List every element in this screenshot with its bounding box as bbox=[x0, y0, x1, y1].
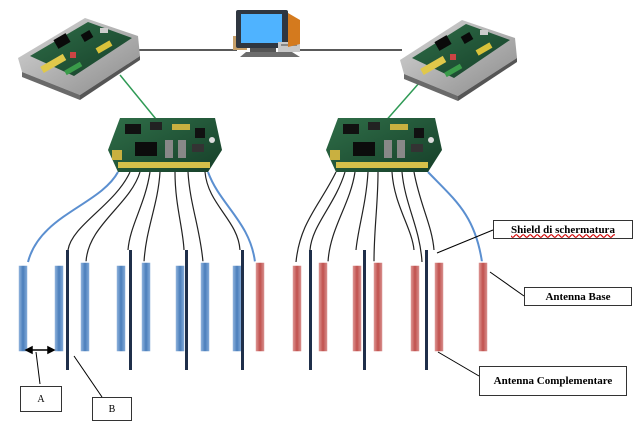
cables-right bbox=[295, 171, 483, 263]
antenna-bar-blue bbox=[79, 261, 91, 353]
shield-plate bbox=[241, 250, 244, 370]
antenna-bar-blue bbox=[115, 264, 127, 353]
antenna-bar-red bbox=[409, 264, 421, 353]
shield-plate bbox=[309, 250, 312, 370]
antenna-array bbox=[17, 250, 489, 370]
cables-left bbox=[27, 171, 256, 263]
shield-leader bbox=[436, 229, 494, 254]
dimension-a-arrow bbox=[24, 345, 56, 385]
controller-board-icon bbox=[18, 18, 140, 100]
antenna-bar-blue bbox=[231, 264, 243, 353]
controller-link-right bbox=[382, 81, 421, 125]
antenna-bar-blue bbox=[199, 261, 211, 353]
base-leader bbox=[489, 271, 525, 297]
antenna-bar-red bbox=[477, 261, 489, 353]
shield-plate bbox=[129, 250, 132, 370]
compl-leader bbox=[437, 351, 480, 377]
antenna-bar-blue bbox=[53, 264, 65, 353]
computer-icon bbox=[233, 10, 300, 57]
antenna-bar-blue bbox=[174, 264, 186, 353]
dimension-b-pointer bbox=[73, 355, 103, 398]
dimension-a-label: A bbox=[20, 386, 62, 412]
antenna-bar-blue bbox=[140, 261, 152, 353]
antenna-complementare-label: Antenna Complementare bbox=[479, 366, 627, 396]
antenna-bar-blue bbox=[17, 264, 29, 353]
controller-board-icon bbox=[400, 20, 517, 101]
driver-board-icon bbox=[108, 118, 222, 172]
shield-plate bbox=[66, 250, 69, 370]
antenna-bar-red bbox=[372, 261, 384, 353]
controller-link-left bbox=[119, 74, 161, 125]
shield-label: Shield di schermatura bbox=[493, 220, 633, 239]
antenna-base-label: Antenna Base bbox=[524, 287, 632, 306]
antenna-bar-red bbox=[291, 264, 303, 353]
antenna-bar-red bbox=[433, 261, 445, 353]
antenna-bar-red bbox=[254, 261, 266, 353]
antenna-bar-red bbox=[317, 261, 329, 353]
dimension-b-label: B bbox=[92, 397, 132, 421]
shield-plate bbox=[185, 250, 188, 370]
driver-board-icon bbox=[326, 118, 442, 172]
shield-plate bbox=[363, 250, 366, 370]
antenna-bar-red bbox=[351, 264, 363, 353]
shield-plate bbox=[425, 250, 428, 370]
